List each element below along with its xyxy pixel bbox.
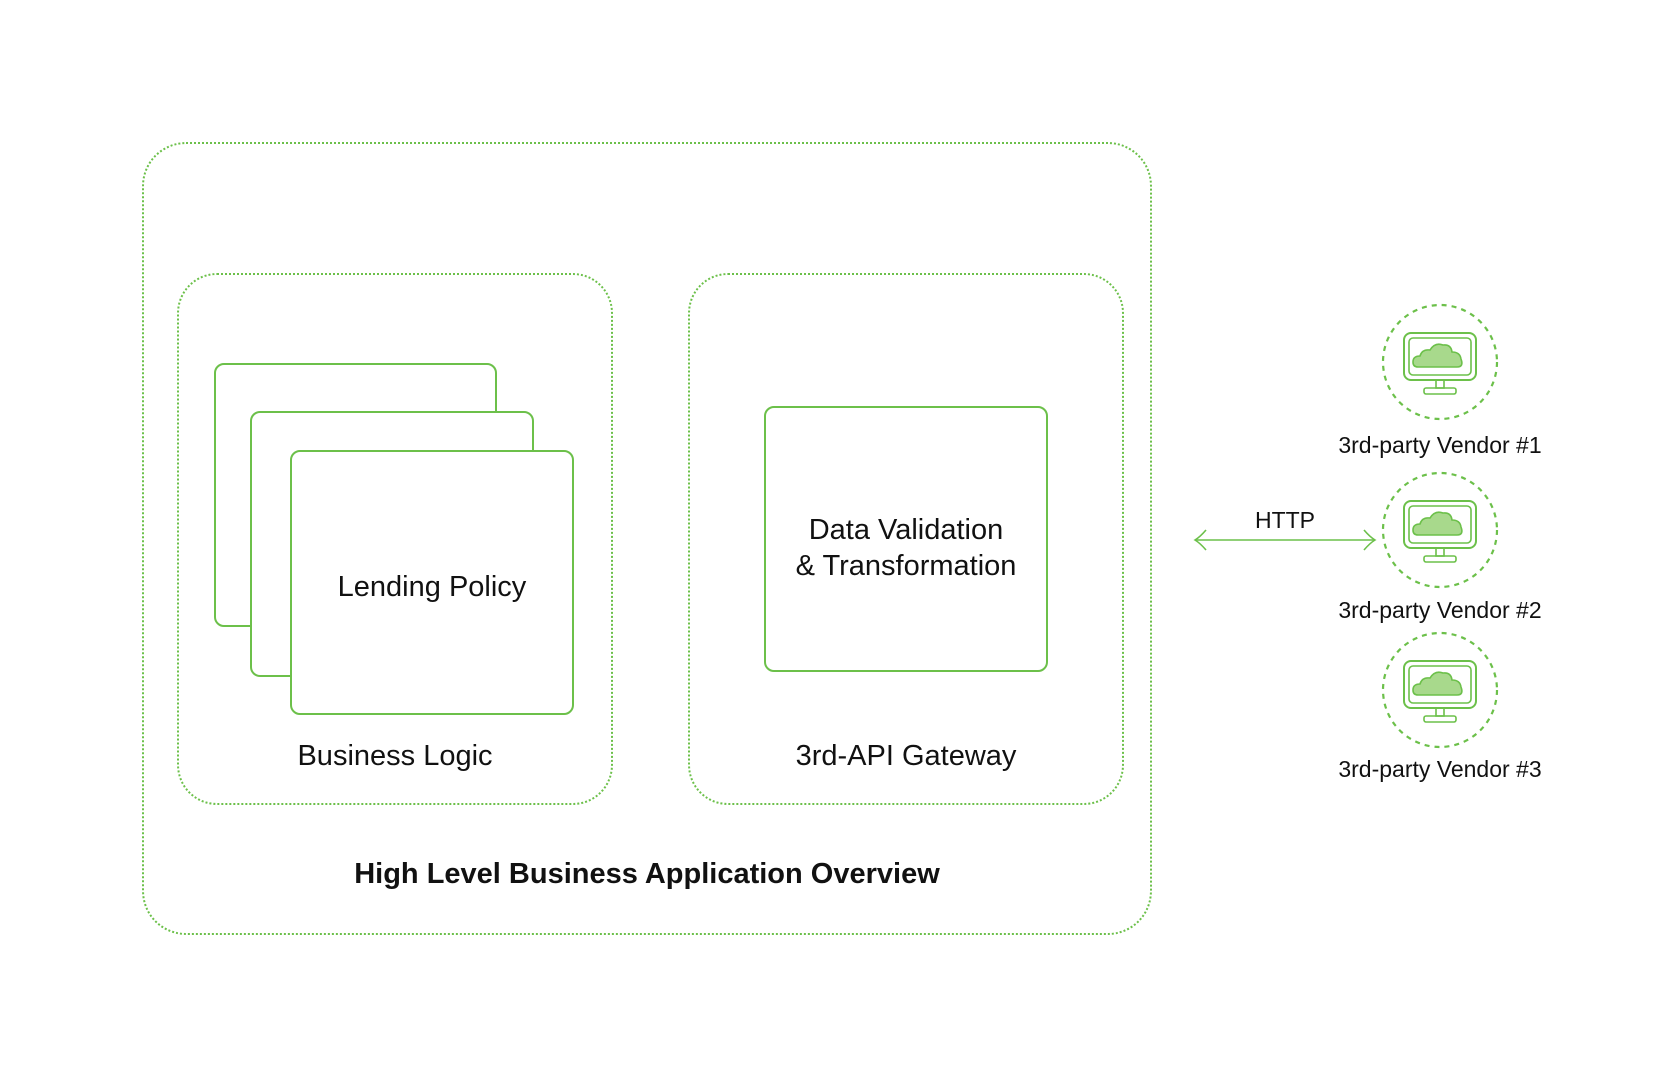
vendor-3-label: 3rd-party Vendor #3 bbox=[1338, 756, 1542, 782]
cloud-monitor-icon bbox=[1381, 631, 1499, 749]
lending-policy-card bbox=[290, 450, 574, 715]
data-validation-card bbox=[764, 406, 1048, 672]
data-validation-label-line1: Data Validation bbox=[808, 514, 1004, 546]
business-logic-group bbox=[177, 273, 613, 805]
business-logic-label: Business Logic bbox=[297, 740, 493, 772]
api-gateway-group bbox=[688, 273, 1124, 805]
vendor-1 bbox=[1380, 302, 1500, 422]
overview-title: High Level Business Application Overview bbox=[354, 858, 940, 890]
cloud-monitor-icon bbox=[1381, 303, 1499, 421]
api-gateway-label: 3rd-API Gateway bbox=[795, 740, 1017, 772]
vendor-2-label: 3rd-party Vendor #2 bbox=[1338, 597, 1542, 623]
arrow-right-icon bbox=[1363, 529, 1377, 551]
http-label: HTTP bbox=[1254, 507, 1316, 533]
vendor-1-label: 3rd-party Vendor #1 bbox=[1338, 432, 1542, 458]
cloud-monitor-icon bbox=[1381, 471, 1499, 589]
lending-policy-label: Lending Policy bbox=[337, 571, 527, 603]
data-validation-label-line2: & Transformation bbox=[795, 550, 1017, 582]
arrow-left-icon bbox=[1193, 529, 1207, 551]
vendor-3 bbox=[1380, 630, 1500, 750]
http-connector bbox=[1193, 529, 1377, 551]
overview-container bbox=[142, 142, 1152, 935]
vendor-2 bbox=[1380, 470, 1500, 590]
